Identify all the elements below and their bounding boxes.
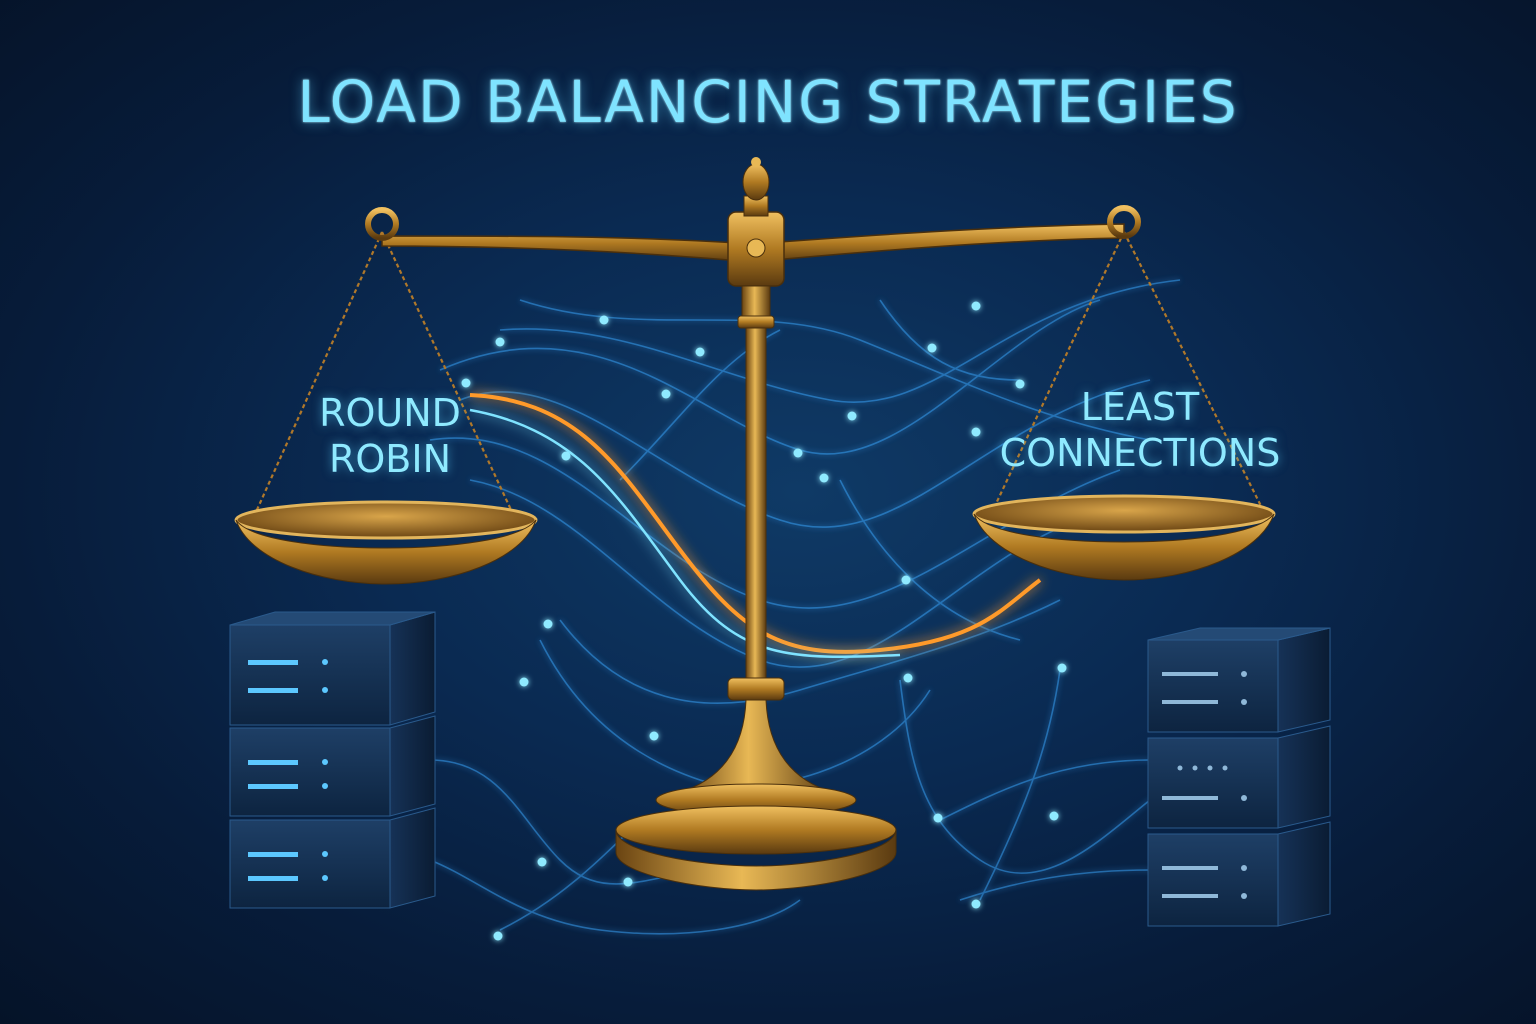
least-connections-label-line2: CONNECTIONS: [999, 431, 1281, 475]
balance-scale-icon: [234, 157, 1276, 891]
orange-flow-line: [469, 393, 1042, 654]
cyan-flow-line: [469, 408, 901, 659]
server-rack-left-icon: [229, 611, 436, 909]
page-title: LOAD BALANCING STRATEGIES: [297, 68, 1239, 136]
round-robin-label-line1: ROUND: [319, 391, 461, 435]
network-nodes: [461, 301, 1067, 941]
round-robin-label-line2: ROBIN: [328, 437, 451, 481]
server-rack-right-icon: [1147, 627, 1331, 927]
least-connections-label-line1: LEAST: [1080, 385, 1200, 429]
round-robin-label: ROUND ROBIN: [290, 390, 490, 482]
least-connections-label: LEAST CONNECTIONS: [990, 384, 1290, 476]
